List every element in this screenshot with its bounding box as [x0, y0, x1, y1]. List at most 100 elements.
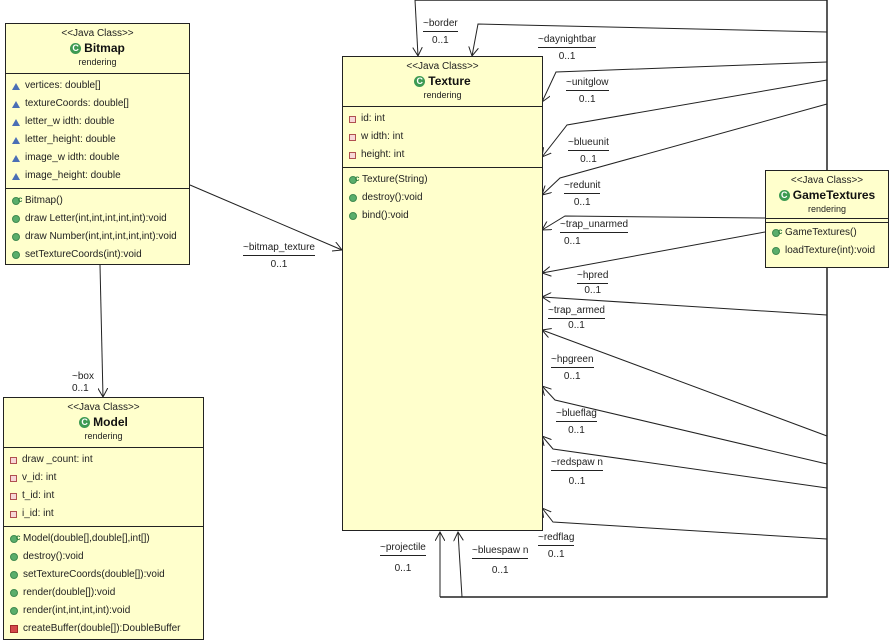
class-icon: C [70, 43, 82, 55]
field-text: w idth: int [361, 131, 404, 142]
method-text: setTextureCoords(int):void [25, 249, 142, 260]
method-row[interactable]: bind():void [349, 207, 542, 225]
field-text: image_w idth: double [25, 152, 120, 163]
field-row[interactable]: draw _count: int [10, 451, 203, 469]
stereotype: <<Java Class>> [61, 28, 134, 39]
field-row[interactable]: w idth: int [349, 128, 542, 146]
class-icon: C [414, 76, 426, 88]
method-row[interactable]: Model(double[],double[],int[]) [10, 529, 203, 548]
method-row[interactable]: render(int,int,int,int):void [10, 602, 203, 620]
field-text: vertices: double[] [25, 80, 101, 91]
assoc-line-daynightbar [472, 23, 828, 56]
method-row[interactable]: loadTexture(int):void [772, 242, 888, 260]
field-text: i_id: int [22, 508, 54, 519]
method-row[interactable]: GameTextures() [772, 223, 888, 242]
package-name: rendering [84, 431, 123, 441]
field-row[interactable]: letter_w idth: double [12, 113, 189, 131]
assoc-line-bitmap-texture [189, 184, 342, 250]
assoc-line-trap-armed [542, 297, 828, 316]
constructor-icon [349, 170, 359, 188]
method-text: render(int,int,int,int):void [23, 605, 131, 616]
field-row[interactable]: textureCoords: double[] [12, 95, 189, 113]
assoc-line-bluespawn [458, 532, 462, 598]
class-name: Bitmap [84, 41, 125, 55]
private-field-icon [349, 133, 356, 141]
field-text: draw _count: int [22, 454, 93, 465]
field-row[interactable]: image_w idth: double [12, 149, 189, 167]
field-text: letter_height: double [25, 134, 116, 145]
package-visibility-icon [12, 118, 20, 126]
method-text: draw Number(int,int,int,int,int):void [25, 231, 177, 242]
method-row[interactable]: Texture(String) [349, 170, 542, 189]
method-text: draw Letter(int,int,int,int,int):void [25, 213, 167, 224]
public-method-icon [12, 215, 20, 223]
field-row[interactable]: height: int [349, 146, 542, 164]
assoc-line-hpgreen [542, 330, 828, 437]
method-row[interactable]: Bitmap() [12, 191, 189, 210]
public-method-icon [12, 233, 20, 241]
package-visibility-icon [12, 136, 20, 144]
public-method-icon [10, 571, 18, 579]
method-text: loadTexture(int):void [785, 245, 876, 256]
public-method-icon [10, 607, 18, 615]
method-text: render(double[]):void [23, 587, 116, 598]
field-row[interactable]: v_id: int [10, 469, 203, 487]
field-row[interactable]: i_id: int [10, 505, 203, 523]
field-row[interactable]: image_height: double [12, 167, 189, 185]
fields-section: id: int w idth: int height: int [343, 107, 542, 168]
fields-section: vertices: double[] textureCoords: double… [6, 74, 189, 189]
public-method-icon [349, 212, 357, 220]
methods-section: Model(double[],double[],int[]) destroy()… [4, 527, 203, 641]
bus-line [415, 0, 828, 598]
assoc-line-trap-unarmed [542, 215, 766, 230]
method-row[interactable]: destroy():void [349, 189, 542, 207]
assoc-line-redunit [542, 103, 828, 195]
stereotype: <<Java Class>> [790, 175, 864, 186]
package-name: rendering [78, 57, 117, 67]
methods-section: Texture(String) destroy():void bind():vo… [343, 168, 542, 228]
field-text: t_id: int [22, 490, 55, 501]
class-name: Model [93, 415, 128, 429]
method-row[interactable]: setTextureCoords(int):void [12, 246, 189, 264]
methods-section: GameTextures() loadTexture(int):void [766, 223, 888, 263]
field-row[interactable]: letter_height: double [12, 131, 189, 149]
method-row[interactable]: draw Number(int,int,int,int,int):void [12, 228, 189, 246]
assoc-line-box [100, 264, 103, 397]
method-row[interactable]: createBuffer(double[]):DoubleBuffer [10, 620, 203, 638]
assoc-line-blueunit [542, 79, 828, 157]
method-text: Bitmap() [25, 195, 63, 206]
method-row[interactable]: draw Letter(int,int,int,int,int):void [12, 210, 189, 228]
field-text: height: int [361, 149, 405, 160]
method-row[interactable]: render(double[]):void [10, 584, 203, 602]
field-row[interactable]: vertices: double[] [12, 77, 189, 95]
field-row[interactable]: id: int [349, 110, 542, 128]
private-field-icon [10, 456, 17, 464]
public-method-icon [12, 251, 20, 259]
method-row[interactable]: destroy():void [10, 548, 203, 566]
field-row[interactable]: t_id: int [10, 487, 203, 505]
method-row[interactable]: setTextureCoords(double[]):void [10, 566, 203, 584]
private-field-icon [349, 151, 356, 159]
fields-section [766, 219, 888, 223]
package-visibility-icon [12, 154, 20, 162]
method-text: destroy():void [23, 551, 84, 562]
private-field-icon [10, 510, 17, 518]
method-text: Texture(String) [362, 174, 428, 185]
private-field-icon [10, 492, 17, 500]
package-visibility-icon [12, 82, 20, 90]
